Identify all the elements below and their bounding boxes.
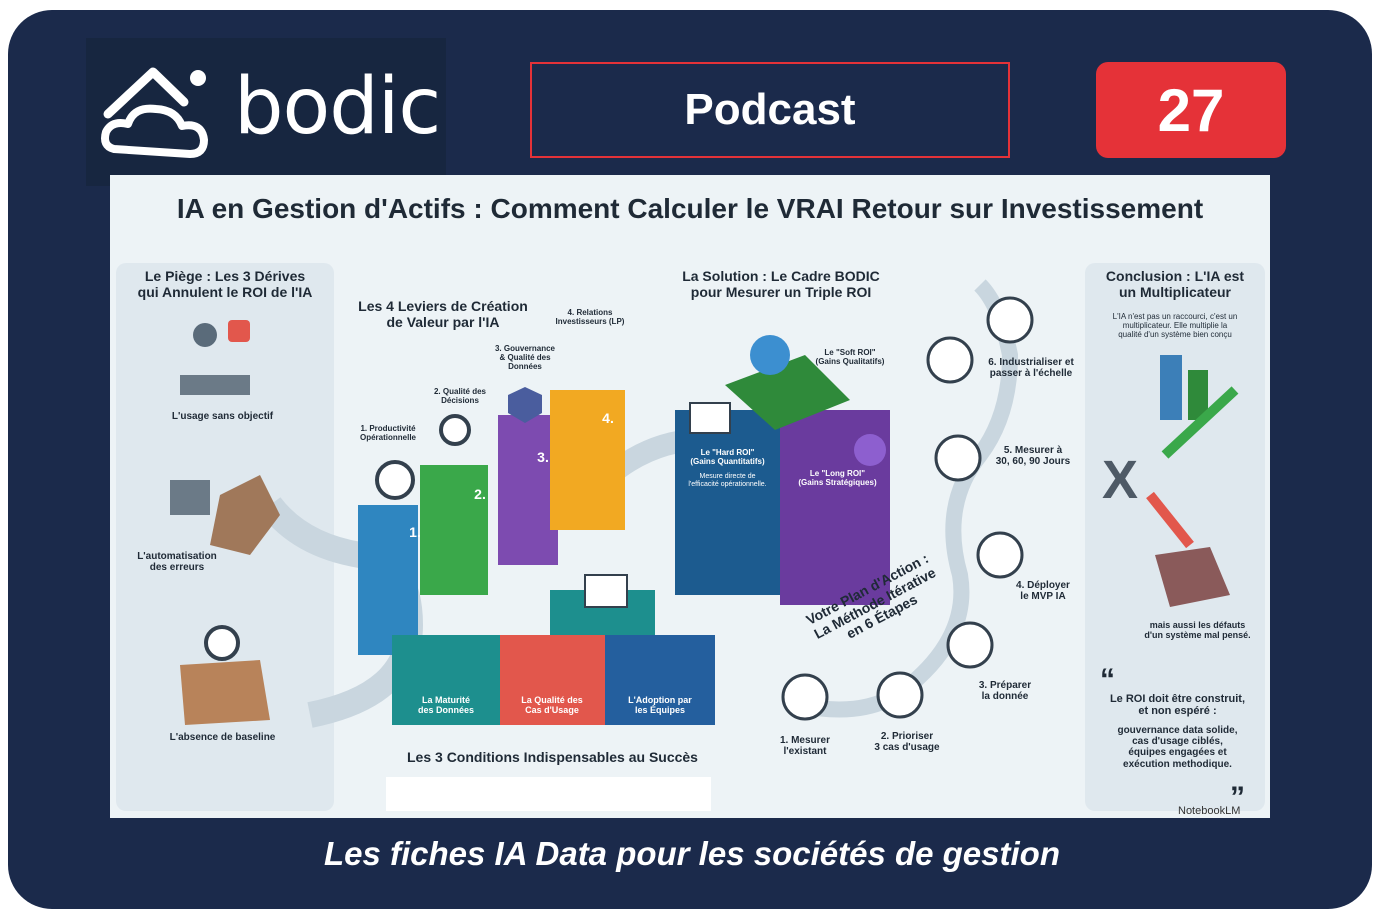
conclusion-heading: Conclusion : L'IA est un Multiplicateur — [1105, 268, 1245, 300]
leviers-heading: Les 4 Leviers de Création de Valeur par … — [358, 298, 528, 330]
condition-label: La Qualité des Cas d'Usage — [521, 695, 583, 716]
x-mark: X — [1101, 450, 1139, 510]
infographic-illustration — [170, 279, 1239, 728]
pillar-number: 3. — [537, 449, 549, 465]
conditions-heading: Les 3 Conditions Indispensables au Succè… — [407, 749, 698, 765]
podcast-badge: Podcast — [530, 62, 1010, 158]
plan-step: 6. Industrialiser et passer à l'échelle — [988, 357, 1074, 380]
infographic-title: IA en Gestion d'Actifs : Comment Calcule… — [176, 193, 1204, 224]
logo-text: bodic — [234, 62, 441, 152]
piege-item: L'automatisation des erreurs — [137, 551, 217, 574]
levier-label: 4. Relations Investisseurs (LP) — [555, 308, 625, 326]
conclusion-defects: mais aussi les défauts d'un système mal … — [1144, 620, 1251, 641]
levier-label: 3. Gouvernance & Qualité des Données — [494, 344, 556, 371]
solution-heading: La Solution : Le Cadre BODIC pour Mesure… — [682, 268, 880, 300]
plan-step: 1. Mesurer l'existant — [779, 735, 831, 758]
plan-step: 2. Prioriser 3 cas d'usage — [874, 731, 940, 754]
conclusion-quote-detail: gouvernance data solide, cas d'usage cib… — [1117, 725, 1238, 770]
cloud-house-icon — [101, 67, 208, 158]
piege-item: L'absence de baseline — [169, 732, 276, 743]
episode-number-badge: 27 — [1096, 62, 1286, 158]
condition-label: L'Adoption par les Équipes — [628, 695, 692, 716]
open-quote-icon: “ — [1100, 663, 1115, 696]
pillar-number: 2. — [474, 486, 486, 502]
condition-label: La Maturité des Données — [417, 695, 475, 716]
infographic: IA en Gestion d'Actifs : Comment Calcule… — [110, 175, 1270, 818]
plan-step: 4. Déployer le MVP IA — [1016, 580, 1070, 603]
pillar-number: 1. — [409, 524, 421, 540]
notebooklm-credit: NotebookLM — [1178, 805, 1241, 817]
plan-step: 5. Mesurer à 30, 60, 90 Jours — [995, 445, 1071, 468]
soft-roi-label: Le "Soft ROI" (Gains Qualitatifs) — [815, 348, 885, 366]
pillar-number: 4. — [602, 410, 614, 426]
conclusion-intro: L'IA n'est pas un raccourci, c'est un mu… — [1112, 312, 1238, 339]
long-roi-label: Le "Long ROI" (Gains Stratégiques) — [798, 469, 877, 487]
conclusion-quote: Le ROI doit être construit, et non espér… — [1109, 693, 1246, 718]
conclusion-panel — [1085, 263, 1265, 811]
hard-roi-note: Mesure directe de l'efficacité opération… — [688, 473, 767, 488]
levier-label: 1. Productivité Opérationnelle — [359, 424, 416, 442]
bodic-logo: bodic — [86, 38, 446, 186]
piege-item: L'usage sans objectif — [171, 411, 274, 422]
close-quote-icon: ” — [1230, 781, 1245, 814]
plan-step: 3. Préparer la donnée — [978, 680, 1032, 703]
hard-roi-label: Le "Hard ROI" (Gains Quantitatifs) — [690, 448, 765, 466]
blank-box — [386, 777, 711, 811]
footer-tagline: Les fiches IA Data pour les sociétés de … — [323, 835, 1060, 872]
piege-heading: Le Piège : Les 3 Dérives qui Annulent le… — [137, 268, 313, 300]
levier-label: 2. Qualité des Décisions — [433, 387, 487, 405]
